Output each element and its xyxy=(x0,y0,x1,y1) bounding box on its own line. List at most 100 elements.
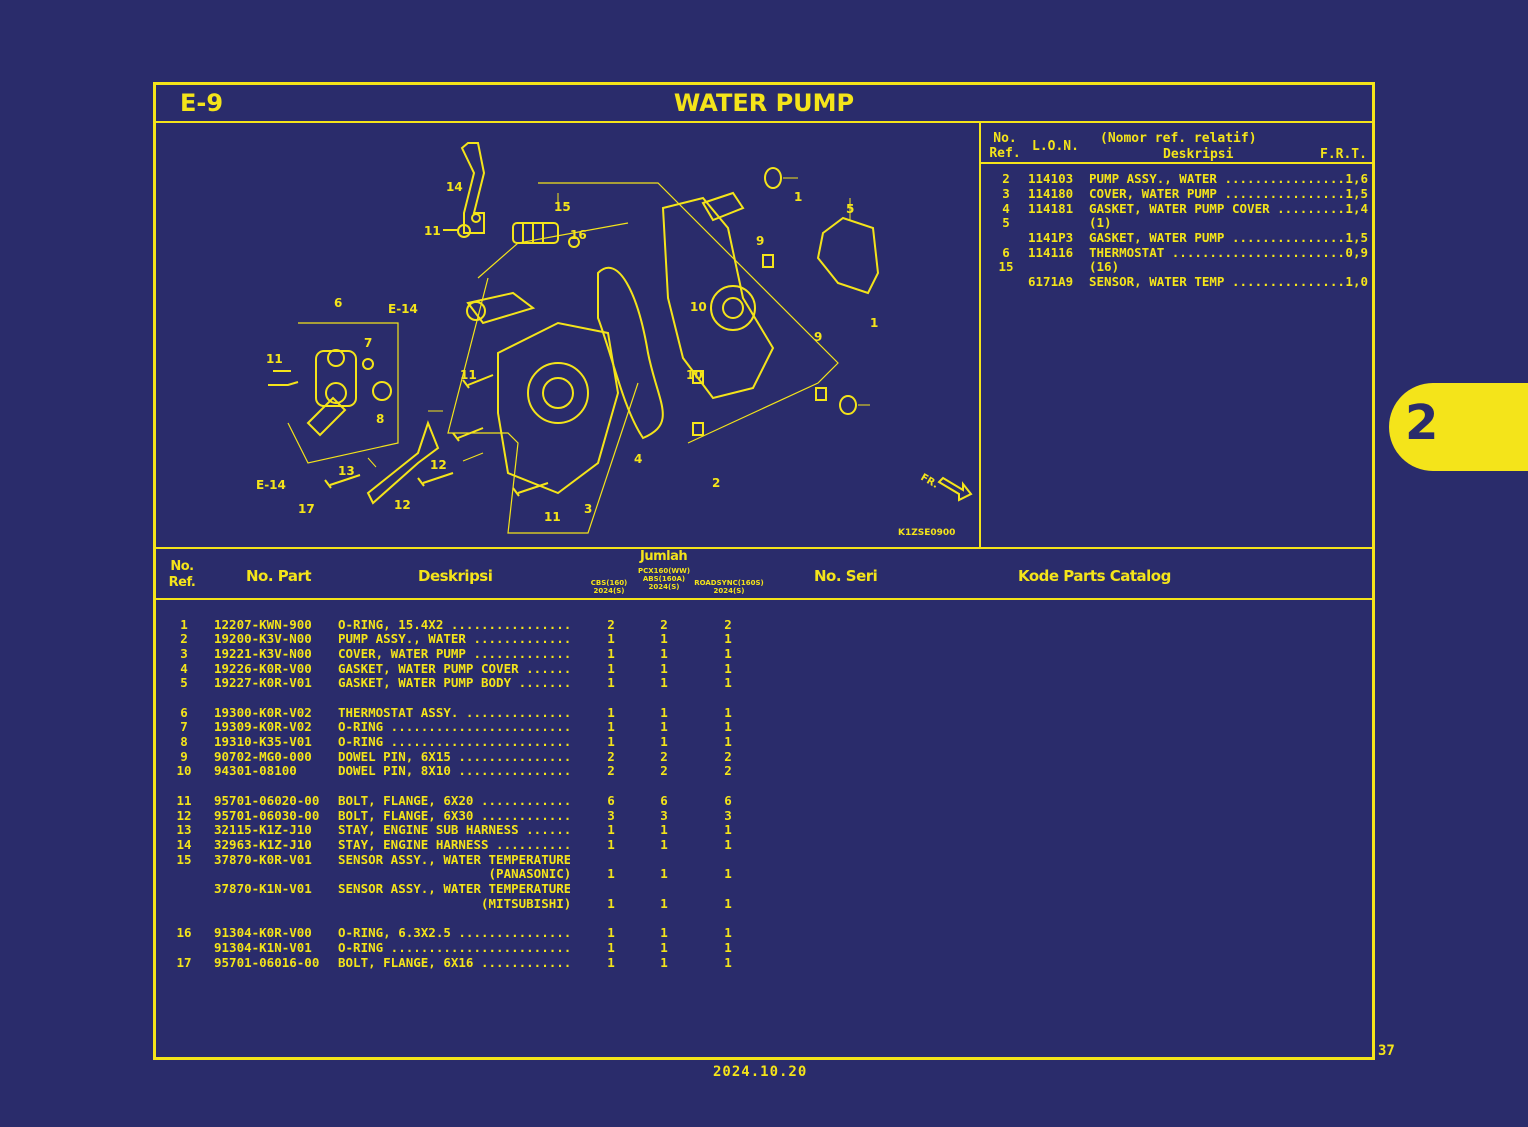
parts-cell-q3: 1 xyxy=(724,925,732,940)
section-tab[interactable]: 2 xyxy=(1389,383,1528,471)
parts-cell-desc: DOWEL PIN, 8X10 ................. xyxy=(338,763,570,778)
parts-cell-desc: (PANASONIC) xyxy=(338,866,571,881)
page-number: 37 xyxy=(1378,1043,1395,1059)
callout-label: 4 xyxy=(634,452,642,466)
parts-cell-part: 91304-K0R-V00 xyxy=(214,925,312,940)
callout-label: 17 xyxy=(298,502,315,516)
stay-sub-harness-part xyxy=(366,420,440,505)
fr-arrow-icon xyxy=(937,476,973,502)
parts-cell-desc: O-RING, 15.4X2 .................. xyxy=(338,617,570,632)
parts-cell-q2: 1 xyxy=(660,631,668,646)
parts-cell-q3: 1 xyxy=(724,661,732,676)
parts-cell-desc: O-RING .......................... xyxy=(338,719,570,734)
callout-label: 2 xyxy=(712,476,720,490)
ref-cell-frt: 1,6 xyxy=(1345,171,1368,186)
callout-label: E-14 xyxy=(388,302,418,316)
parts-cell-desc: PUMP ASSY., WATER ............... xyxy=(338,631,570,646)
parts-cell-q3: 1 xyxy=(724,646,732,661)
parts-cell-q2: 1 xyxy=(660,719,668,734)
parts-cell-ref: 3 xyxy=(180,646,188,661)
parts-cell-q2: 1 xyxy=(660,734,668,749)
parts-cell-q3: 1 xyxy=(724,866,732,881)
ref-cell-desc: GASKET, WATER PUMP COVER ......... xyxy=(1089,201,1343,216)
model-header-1: CBS(160) 2024(S) xyxy=(590,579,628,595)
ref-table-row: 15(16) xyxy=(156,259,1372,274)
ref-cell-frt: 1,4 xyxy=(1345,201,1368,216)
o-ring-part xyxy=(839,395,857,415)
o-ring-part xyxy=(764,167,782,189)
parts-cell-q2: 6 xyxy=(660,793,668,808)
parts-cell-q3: 1 xyxy=(724,705,732,720)
thermostat-part xyxy=(268,349,392,437)
parts-cell-ref: 12 xyxy=(176,808,192,823)
ref-cell-lon: 6171A9 xyxy=(1028,274,1074,289)
parts-cell-part: 91304-K1N-V01 xyxy=(214,940,312,955)
parts-header-desc: Deskripsi xyxy=(418,567,493,585)
divider xyxy=(981,162,1372,164)
parts-cell-q1: 1 xyxy=(607,822,615,837)
leader-lines xyxy=(367,177,870,468)
parts-cell-part: 90702-MG0-000 xyxy=(214,749,312,764)
parts-cell-part: 19200-K3V-N00 xyxy=(214,631,312,646)
parts-cell-part: 19226-K0R-V00 xyxy=(214,661,312,676)
parts-cell-desc: O-RING, 6.3X2.5 ................. xyxy=(338,925,570,940)
parts-cell-q2: 1 xyxy=(660,646,668,661)
parts-cell-q1: 1 xyxy=(607,866,615,881)
parts-cell-part: 19300-K0R-V02 xyxy=(214,705,312,720)
parts-header-no: No. Ref. xyxy=(168,559,196,590)
parts-cell-desc: STAY, ENGINE SUB HARNESS ........ xyxy=(338,822,570,837)
sensor-water-temp-part xyxy=(512,222,580,248)
callout-label: 14 xyxy=(446,180,463,194)
bolt-part xyxy=(273,370,549,497)
parts-cell-part: 95701-06020-00 xyxy=(214,793,320,808)
divider xyxy=(156,121,1372,123)
callout-label: E-14 xyxy=(256,478,286,492)
parts-cell-desc: BOLT, FLANGE, 6X16 .............. xyxy=(338,955,570,970)
parts-cell-q1: 1 xyxy=(607,925,615,940)
ref-cell-desc: THERMOSTAT ....................... xyxy=(1089,245,1343,260)
parts-cell-q2: 3 xyxy=(660,808,668,823)
ref-header-frt: F.R.T. xyxy=(1320,147,1367,162)
parts-cell-q1: 6 xyxy=(607,793,615,808)
ref-cell-lon: 114116 xyxy=(1028,245,1074,260)
divider xyxy=(979,121,981,547)
ref-header-desc-top: (Nomor ref. relatif) xyxy=(1100,131,1257,146)
parts-cell-q1: 2 xyxy=(607,617,615,632)
parts-cell-q3: 1 xyxy=(724,719,732,734)
stay-engine-harness-part xyxy=(443,142,486,238)
callout-label: 3 xyxy=(584,502,592,516)
parts-cell-q1: 1 xyxy=(607,940,615,955)
ref-header-no: No. Ref. xyxy=(989,131,1021,161)
callout-label: 11 xyxy=(544,510,561,524)
parts-cell-q3: 1 xyxy=(724,955,732,970)
parts-cell-q3: 3 xyxy=(724,808,732,823)
section-code: E-9 xyxy=(180,89,224,117)
parts-cell-part: 19221-K3V-N00 xyxy=(214,646,312,661)
ref-header-desc: Deskripsi xyxy=(1163,147,1234,162)
parts-header-jumlah: Jumlah xyxy=(640,549,688,564)
parts-cell-q2: 1 xyxy=(660,822,668,837)
parts-cell-part: 32963-K1Z-J10 xyxy=(214,837,312,852)
callout-label: 15 xyxy=(554,200,571,214)
ref-cell-desc: (16) xyxy=(1089,259,1120,274)
parts-cell-part: 37870-K0R-V01 xyxy=(214,852,312,867)
parts-cell-q2: 2 xyxy=(660,617,668,632)
parts-cell-q1: 1 xyxy=(607,705,615,720)
parts-cell-ref: 10 xyxy=(176,763,192,778)
parts-cell-q3: 1 xyxy=(724,734,732,749)
